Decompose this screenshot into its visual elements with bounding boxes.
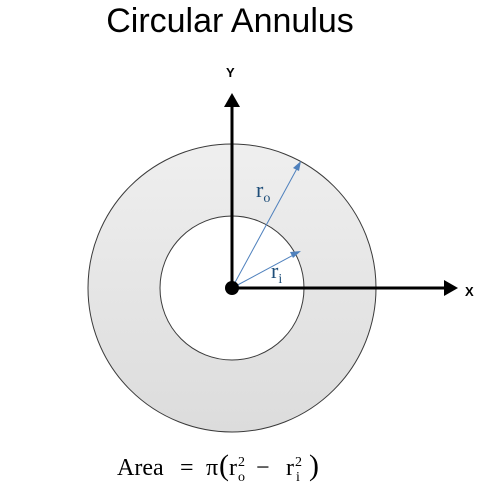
formula-r-inner: r	[286, 455, 294, 481]
area-formula: Area = π ( r 2 o − r 2 i )	[117, 446, 319, 487]
origin-point	[225, 281, 239, 295]
outer-radius-arrowhead	[293, 161, 301, 171]
inner-radius-line	[231, 251, 300, 289]
formula-equals: =	[180, 455, 194, 481]
x-axis-arrowhead	[444, 280, 458, 296]
y-axis-arrowhead	[224, 93, 240, 107]
formula-sup-outer: 2	[238, 455, 245, 470]
inner-radius-label: ri	[271, 258, 282, 287]
outer-radius-line	[231, 162, 301, 289]
formula-sub-outer: o	[238, 470, 245, 485]
formula-r-outer: r	[229, 455, 237, 481]
formula-close-paren: )	[309, 449, 319, 482]
y-axis-label: Y	[226, 65, 235, 80]
formula-open-paren: (	[219, 449, 229, 482]
formula-minus: −	[256, 455, 270, 481]
outer-radius-label: ro	[256, 177, 270, 206]
diagram-title: Circular Annulus	[106, 2, 354, 40]
formula-sup-inner: 2	[295, 455, 302, 470]
formula-lhs: Area	[117, 455, 164, 481]
formula-sub-inner: i	[296, 470, 300, 485]
formula-pi: π	[206, 455, 218, 481]
x-axis-label: X	[465, 284, 474, 299]
inner-radius-arrowhead	[290, 251, 301, 258]
